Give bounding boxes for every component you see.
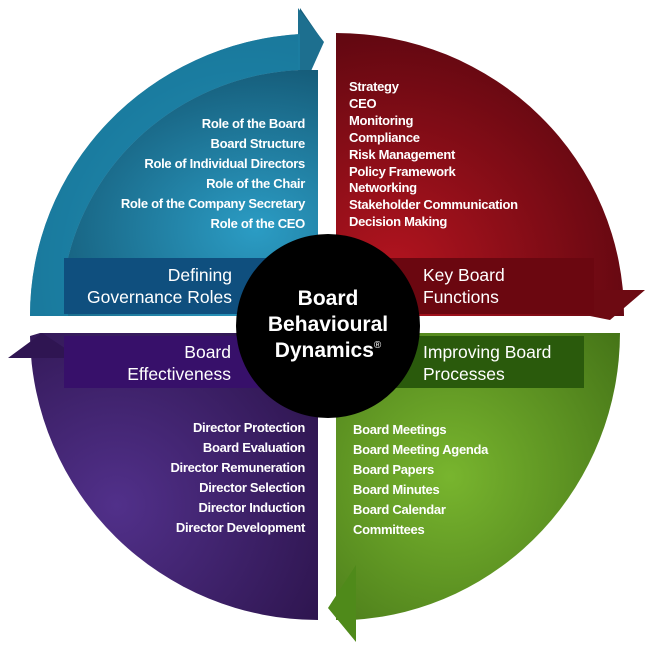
- functions-items-list: Strategy CEO Monitoring Compliance Risk …: [349, 79, 518, 229]
- effectiveness-title-line1: Board: [184, 342, 231, 362]
- list-item: Committees: [353, 522, 424, 537]
- list-item: Director Remuneration: [170, 460, 305, 475]
- effectiveness-title-line2: Effectiveness: [127, 364, 231, 384]
- list-item: Policy Framework: [349, 164, 457, 179]
- green-arrow-head-icon: [328, 565, 356, 642]
- processes-items-list: Board Meetings Board Meeting Agenda Boar…: [353, 422, 489, 537]
- effectiveness-items-list: Director Protection Board Evaluation Dir…: [170, 420, 306, 535]
- list-item: Stakeholder Communication: [349, 197, 518, 212]
- center-title-line1: Board: [298, 287, 359, 310]
- list-item: Compliance: [349, 130, 420, 145]
- list-item: Board Calendar: [353, 502, 446, 517]
- list-item: Risk Management: [349, 147, 456, 162]
- list-item: Director Development: [176, 520, 306, 535]
- list-item: Board Minutes: [353, 482, 439, 497]
- list-item: Strategy: [349, 79, 400, 94]
- list-item: Networking: [349, 180, 417, 195]
- red-arc-segment: [336, 33, 625, 316]
- list-item: Board Papers: [353, 462, 434, 477]
- list-item: Board Meeting Agenda: [353, 442, 489, 457]
- list-item: Decision Making: [349, 214, 447, 229]
- list-item: Role of the Company Secretary: [121, 196, 306, 211]
- purple-arc-segment: [30, 333, 318, 620]
- list-item: Board Evaluation: [203, 440, 305, 455]
- governance-title-line1: Defining: [168, 265, 232, 285]
- center-title-line3: Dynamics: [275, 339, 374, 362]
- list-item: Director Selection: [199, 480, 305, 495]
- governance-title-line2: Governance Roles: [87, 287, 232, 307]
- list-item: Board Structure: [211, 136, 306, 151]
- purple-arrow-head-icon: [8, 333, 80, 358]
- list-item: Role of the CEO: [211, 216, 306, 231]
- green-arc-segment: [336, 333, 620, 620]
- list-item: Role of Individual Directors: [144, 156, 305, 171]
- registered-mark: ®: [374, 340, 382, 351]
- list-item: CEO: [349, 96, 376, 111]
- list-item: Role of the Board: [202, 116, 306, 131]
- governance-items-list: Role of the Board Board Structure Role o…: [121, 116, 307, 231]
- list-item: Monitoring: [349, 113, 414, 128]
- list-item: Director Protection: [193, 420, 305, 435]
- center-title-line2: Behavioural: [268, 313, 388, 336]
- list-item: Board Meetings: [353, 422, 446, 437]
- processes-title-line2: Processes: [423, 364, 505, 384]
- center-circle: Board Behavioural Dynamics®: [236, 234, 420, 418]
- list-item: Role of the Chair: [206, 176, 305, 191]
- functions-title-line2: Functions: [423, 287, 499, 307]
- list-item: Director Induction: [198, 500, 305, 515]
- center-title-line3-group: Dynamics®: [275, 339, 382, 362]
- processes-title-line1: Improving Board: [423, 342, 551, 362]
- functions-title-line1: Key Board: [423, 265, 505, 285]
